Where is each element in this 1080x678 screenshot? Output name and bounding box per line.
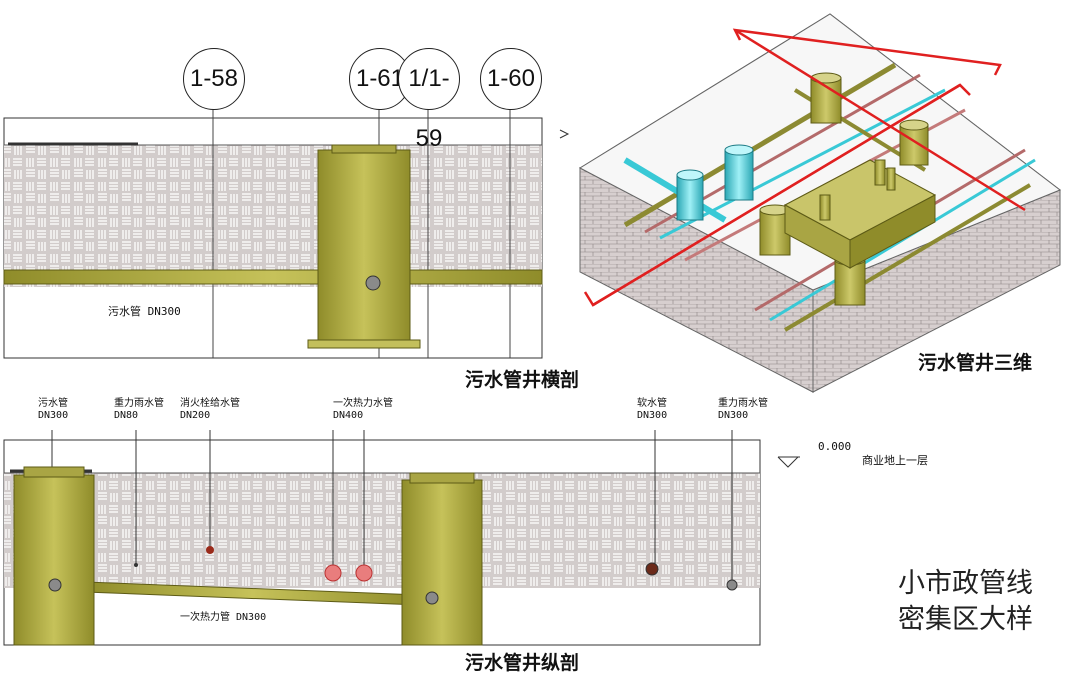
axis-tag-1-60: 1-60: [480, 48, 542, 110]
cross-section-caption: 污水管井横剖: [465, 369, 580, 391]
longitudinal-section-drawing: [3, 430, 800, 646]
longitudinal-caption: 污水管井纵剖: [465, 652, 580, 674]
detail-note: 小市政管线 密集区大样: [898, 566, 1033, 638]
sewer-pipe-label: 污水管 DN300: [108, 305, 181, 318]
axis-tag-1-59: 1/1-59: [398, 48, 460, 152]
isometric-caption: 污水管井三维: [918, 352, 1033, 374]
elevation-value: 0.000: [818, 440, 852, 453]
soil-hatch-2: [4, 473, 760, 588]
elevation-label: 商业地上一层: [862, 454, 928, 467]
sewer-pipe: [3, 269, 543, 285]
soil-hatch: [4, 145, 542, 287]
manhole-right: [401, 479, 483, 646]
cross-section-drawing: [3, 95, 570, 359]
detail-note-line2: 密集区大样: [898, 604, 1033, 635]
isometric-3d-drawing: [578, 13, 1061, 393]
inclined-pipe-label: 一次热力管 DN300: [180, 612, 267, 623]
manhole-left: [13, 474, 95, 646]
manhole-shaft: [317, 149, 411, 346]
detail-note-line1: 小市政管线: [898, 568, 1033, 599]
axis-tag-1-58: 1-58: [183, 48, 245, 110]
